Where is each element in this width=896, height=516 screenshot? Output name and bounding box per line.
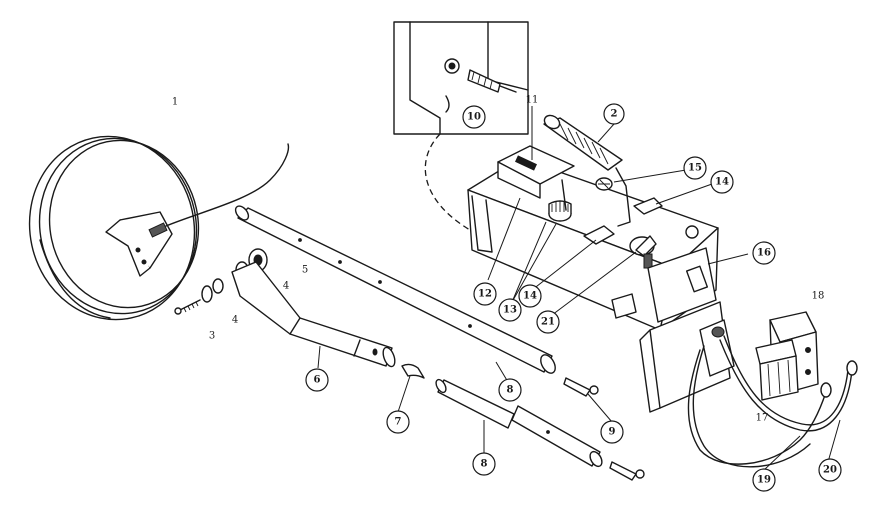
svg-text:4: 4 bbox=[232, 315, 238, 326]
battery-bracket bbox=[639, 247, 735, 413]
callout-10: 10 bbox=[462, 105, 486, 129]
svg-text:16: 16 bbox=[757, 248, 771, 259]
svg-text:4: 4 bbox=[283, 281, 289, 292]
callout-15: 15 bbox=[683, 156, 707, 180]
corner-knob bbox=[685, 225, 699, 239]
svg-text:7: 7 bbox=[395, 417, 402, 428]
clip-part-9-lower bbox=[609, 461, 645, 481]
callout-21: 21 bbox=[536, 310, 560, 334]
svg-text:9: 9 bbox=[609, 427, 616, 438]
connector-part-15 bbox=[595, 177, 613, 191]
svg-text:10: 10 bbox=[467, 112, 481, 123]
svg-text:17: 17 bbox=[756, 413, 769, 424]
knob-part-14-right bbox=[633, 197, 663, 215]
callout-9: 9 bbox=[600, 420, 624, 444]
callout-4a: 4 bbox=[232, 315, 238, 326]
clip-part-7 bbox=[401, 363, 425, 379]
callout-19: 19 bbox=[752, 468, 776, 492]
callout-8b: 8 bbox=[472, 452, 496, 476]
inset-connector bbox=[444, 58, 517, 93]
callout-18: 18 bbox=[812, 291, 825, 302]
svg-text:6: 6 bbox=[314, 375, 321, 386]
coil-cable bbox=[165, 143, 290, 227]
callout-14b: 14 bbox=[518, 284, 542, 308]
callout-20: 20 bbox=[818, 458, 842, 482]
svg-text:8: 8 bbox=[481, 459, 488, 470]
svg-text:19: 19 bbox=[757, 475, 771, 486]
callout-6: 6 bbox=[305, 368, 329, 392]
knob-part-14-top bbox=[583, 225, 615, 245]
bolt-part-3 bbox=[174, 299, 201, 315]
svg-text:2: 2 bbox=[611, 109, 618, 120]
long-shaft-part-8 bbox=[234, 205, 556, 374]
lead-19-connector bbox=[820, 382, 832, 398]
coil-rim-shadow bbox=[39, 239, 111, 319]
callout-16: 16 bbox=[752, 241, 776, 265]
inset-panel-edge-right bbox=[487, 21, 529, 91]
handle-grip bbox=[543, 114, 631, 227]
svg-text:3: 3 bbox=[209, 331, 215, 342]
callout-1: 1 bbox=[172, 97, 178, 108]
battery-pack bbox=[755, 311, 819, 401]
callout-17: 17 bbox=[756, 413, 769, 424]
handle-strut bbox=[615, 167, 631, 227]
svg-text:18: 18 bbox=[812, 291, 825, 302]
switch-part-21 bbox=[629, 235, 657, 269]
inset-frame bbox=[393, 21, 529, 135]
coil-connector bbox=[148, 222, 168, 238]
lead-20-connector bbox=[846, 360, 858, 376]
svg-text:20: 20 bbox=[823, 465, 837, 476]
svg-text:13: 13 bbox=[503, 305, 517, 316]
inset-wire bbox=[445, 95, 450, 113]
battery-leads bbox=[687, 335, 858, 468]
callout-11: 11 bbox=[526, 95, 539, 106]
svg-text:12: 12 bbox=[478, 289, 492, 300]
lower-shaft-part-6 bbox=[231, 261, 396, 368]
inset-leader-dashed bbox=[424, 133, 471, 231]
callout-7: 7 bbox=[386, 410, 410, 434]
shaft-sections-part-8 bbox=[435, 378, 603, 468]
inset-panel-edge bbox=[409, 21, 441, 135]
search-coil bbox=[28, 135, 290, 321]
svg-text:11: 11 bbox=[526, 95, 539, 106]
callout-5: 5 bbox=[302, 265, 308, 276]
detail-inset bbox=[393, 21, 529, 135]
callout-13: 13 bbox=[498, 298, 522, 322]
housing-end-bracket bbox=[471, 195, 493, 253]
leader-lines bbox=[317, 106, 841, 471]
clip-part-9-upper bbox=[563, 377, 599, 397]
callout-3: 3 bbox=[209, 331, 215, 342]
knob-part-13 bbox=[548, 200, 572, 222]
callout-labels: 1 2 3 4 4 5 6 7 8 8 bbox=[172, 95, 842, 492]
svg-text:8: 8 bbox=[507, 385, 514, 396]
front-latch bbox=[611, 293, 637, 319]
callout-8a: 8 bbox=[498, 378, 522, 402]
svg-text:5: 5 bbox=[302, 265, 308, 276]
callout-12: 12 bbox=[473, 282, 497, 306]
callout-14a: 14 bbox=[710, 170, 734, 194]
callout-4b: 4 bbox=[283, 281, 289, 292]
svg-text:14: 14 bbox=[523, 291, 537, 302]
callout-2: 2 bbox=[603, 103, 625, 125]
svg-text:21: 21 bbox=[541, 317, 555, 328]
svg-text:14: 14 bbox=[715, 177, 729, 188]
lead-20 bbox=[719, 339, 853, 432]
svg-text:15: 15 bbox=[688, 163, 702, 174]
svg-text:1: 1 bbox=[172, 97, 178, 108]
